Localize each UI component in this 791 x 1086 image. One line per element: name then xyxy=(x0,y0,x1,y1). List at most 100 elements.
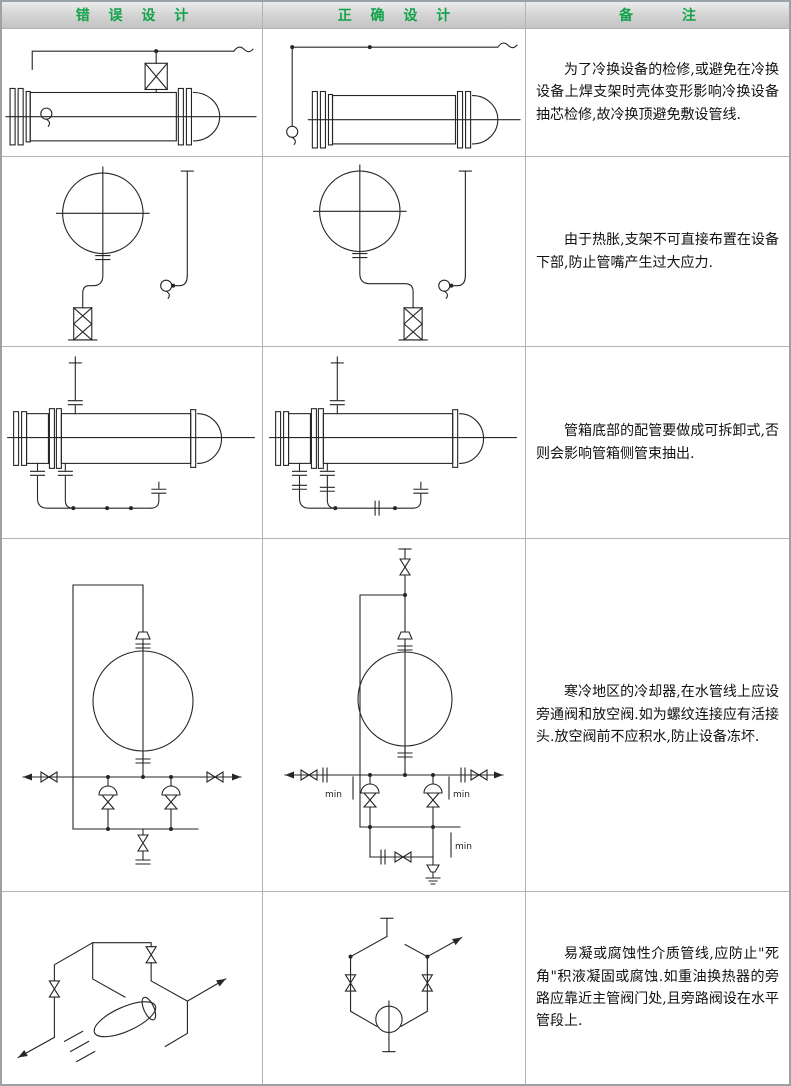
riser-pipe xyxy=(438,170,472,299)
drop-pipe xyxy=(82,258,104,309)
flow-arrow-icon xyxy=(15,1049,29,1062)
bypass-pipe xyxy=(72,584,144,830)
heat-exchanger-icon xyxy=(311,90,499,149)
bottom-piping xyxy=(29,462,167,511)
exchanger-cylinder-icon xyxy=(93,996,157,1038)
riser-pipe xyxy=(160,170,194,299)
heat-exchanger-icon xyxy=(275,408,484,469)
flow-arrow-icon xyxy=(451,933,465,946)
hook-icon xyxy=(160,279,173,299)
iso-pipe xyxy=(400,943,428,1028)
header-notes-label: 备 注 xyxy=(619,8,703,24)
row4-correct-diagram: min min xyxy=(284,548,504,885)
note-text: 管箱底部的配管要做成可拆卸式,否则会影响管箱侧管束抽出. xyxy=(536,423,779,462)
note-text: 寒冷地区的冷却器,在水管线上应设旁通阀和放空阀.如为螺纹连接应有活接头.放空阀前… xyxy=(536,684,779,746)
pump-icon xyxy=(375,1000,403,1041)
row1-note-cell: 为了冷换设备的检修,或避免在冷换设备上焊支架时壳体变形影响冷换设备抽芯检修,故冷… xyxy=(526,29,789,157)
flow-arrow-icon xyxy=(22,772,33,782)
row5-note-cell: 易凝或腐蚀性介质管线,应防止"死角"积液凝固或腐蚀.如重油换热器的旁路应靠近主管… xyxy=(526,892,789,1084)
valve-icon xyxy=(145,946,157,964)
row3-correct-diagram xyxy=(269,356,517,516)
support-stand-icon xyxy=(68,307,98,341)
vent-riser xyxy=(329,356,345,415)
row3-note-cell: 管箱底部的配管要做成可拆卸式,否则会影响管箱侧管束抽出. xyxy=(526,347,789,539)
min-dimension-label: min xyxy=(325,790,342,800)
row2-correct-diagram xyxy=(313,164,472,341)
min-dimension-label: min xyxy=(455,842,472,852)
header-notes: 备 注 xyxy=(526,2,789,29)
support-stand-icon xyxy=(398,307,428,341)
iso-pipe xyxy=(164,1000,188,1048)
pipe-over-exchanger xyxy=(31,46,254,70)
row2-wrong-design-cell xyxy=(2,157,263,347)
note-text: 为了冷换设备的检修,或避免在冷换设备上焊支架时壳体变形影响冷换设备抽芯检修,故冷… xyxy=(536,61,779,123)
row1-wrong-diagram xyxy=(5,46,257,146)
row5-correct-design-cell xyxy=(263,892,526,1084)
top-stub xyxy=(380,917,394,938)
vent-riser xyxy=(67,356,83,415)
row4-wrong-design-cell xyxy=(2,539,263,892)
row5-wrong-diagram xyxy=(15,941,229,1063)
row2-correct-design-cell xyxy=(263,157,526,347)
row2-wrong-diagram xyxy=(56,166,194,341)
row1-correct-design-cell xyxy=(263,29,526,157)
row4-wrong-diagram xyxy=(22,584,242,865)
heat-exchanger-icon xyxy=(13,408,222,469)
valve-icon xyxy=(144,62,169,94)
header-correct-design-label: 正 确 设 计 xyxy=(337,8,458,24)
iso-pipe xyxy=(17,996,55,1059)
drop-pipe xyxy=(359,256,414,309)
row5-wrong-design-cell xyxy=(2,892,263,1084)
min-dimension: min xyxy=(325,776,354,800)
header-wrong-design-label: 错 误 设 计 xyxy=(75,8,196,24)
row4-correct-design-cell: min min xyxy=(263,539,526,892)
note-text: 易凝或腐蚀性介质管线,应防止"死角"积液凝固或腐蚀.如重油换热器的旁路应靠近主管… xyxy=(536,946,779,1030)
flow-arrow-icon xyxy=(493,770,504,780)
row5-correct-diagram xyxy=(344,917,465,1053)
bottom-bypass xyxy=(369,826,434,865)
iso-pipe xyxy=(53,941,126,998)
row1-correct-diagram xyxy=(286,42,521,149)
sphere-tank-icon xyxy=(56,166,150,261)
iso-pipe xyxy=(349,935,388,1028)
min-dimension: min xyxy=(448,776,470,800)
bottom-stub xyxy=(382,1038,396,1053)
hatch-marks xyxy=(63,1030,96,1063)
hook-icon xyxy=(286,125,299,145)
flow-arrow-icon xyxy=(215,975,229,988)
rerouted-pipe xyxy=(290,42,518,127)
valve-icon xyxy=(48,980,60,998)
control-valve-icon xyxy=(161,776,181,830)
row4-note-cell: 寒冷地区的冷却器,在水管线上应设旁通阀和放空阀.如为螺纹连接应有活接头.放空阀前… xyxy=(526,539,789,892)
row1-wrong-design-cell xyxy=(2,29,263,157)
vent-valve-icon xyxy=(398,548,412,596)
min-dimension: min xyxy=(450,832,472,858)
control-valve-icon xyxy=(360,774,380,828)
drain-funnel-icon xyxy=(425,856,441,885)
min-dimension-label: min xyxy=(453,790,470,800)
flow-arrow-icon xyxy=(231,772,242,782)
control-valve-icon xyxy=(98,776,118,830)
header-wrong-design: 错 误 设 计 xyxy=(2,2,263,29)
control-valve-icon xyxy=(423,774,443,828)
note-text: 由于热胀,支架不可直接布置在设备下部,防止管嘴产生过大应力. xyxy=(536,232,779,271)
iso-pipe xyxy=(150,962,227,1002)
hook-icon xyxy=(438,279,451,299)
bypass-pipe xyxy=(359,594,406,828)
top-nozzle xyxy=(135,618,151,652)
bottom-nozzle xyxy=(135,750,151,778)
flow-arrow-icon xyxy=(284,770,295,780)
row3-wrong-design-cell xyxy=(2,347,263,539)
top-nozzle xyxy=(397,618,413,653)
bottom-nozzle xyxy=(397,745,413,776)
sphere-tank-icon xyxy=(313,164,407,259)
row3-wrong-diagram xyxy=(7,356,255,511)
row3-correct-design-cell xyxy=(263,347,526,539)
sphere-tank-icon xyxy=(357,644,453,760)
heat-exchanger-icon xyxy=(9,87,221,146)
header-correct-design: 正 确 设 计 xyxy=(263,2,526,29)
iso-pipe xyxy=(92,942,152,948)
sphere-tank-icon xyxy=(92,642,194,764)
bottom-piping-removable xyxy=(291,462,429,516)
